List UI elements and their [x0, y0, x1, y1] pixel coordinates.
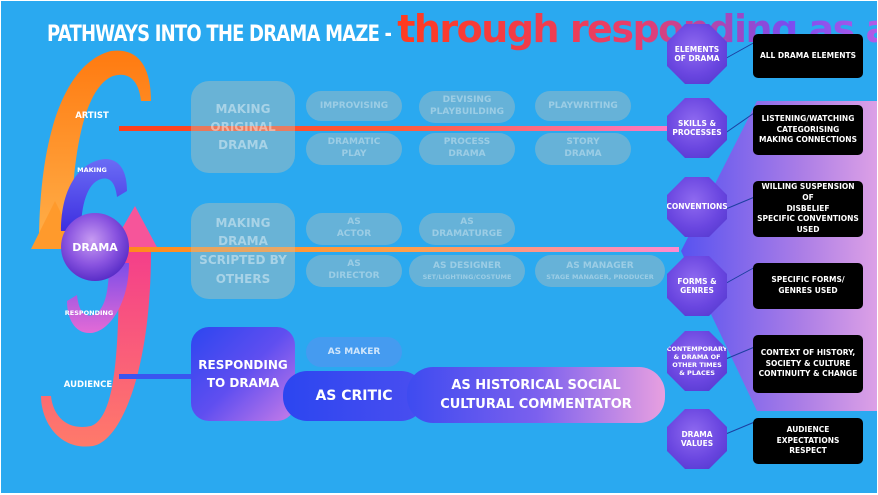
role-dramatic-play: DRAMATIC PLAY [306, 133, 402, 165]
responding-arc [67, 263, 129, 334]
role-as-dramaturge: AS DRAMATURGE [419, 213, 515, 245]
pathway-line-responding [119, 374, 209, 379]
cycle-label-responding: RESPONDING [64, 309, 114, 317]
row-label-making-scripted: MAKING DRAMA SCRIPTED BY OTHERS [191, 203, 295, 299]
role-as-designer: AS DESIGNER SET/LIGHTING/COSTUME [409, 255, 525, 287]
as-historical-commentator: AS HISTORICAL SOCIAL CULTURAL COMMENTATO… [407, 367, 665, 423]
detail-forms: SPECIFIC FORMS/GENRES USED [753, 263, 863, 309]
role-as-manager: AS MANAGER STAGE MANAGER, PRODUCER [535, 255, 665, 287]
cycle-label-artist: ARTIST [75, 111, 109, 121]
role-playwriting: PLAYWRITING [535, 91, 631, 121]
role-story-drama: STORY DRAMA [535, 133, 631, 165]
role-devising: DEVISING PLAYBUILDING [419, 91, 515, 123]
aspect-conventions: CONVENTIONS [667, 177, 727, 237]
cycle-graphic [31, 50, 159, 447]
aspect-forms-genres: FORMS &GENRES [667, 256, 727, 316]
role-as-actor: AS ACTOR [306, 213, 402, 245]
pathway-line-original [119, 126, 679, 131]
aspect-skills-processes: SKILLS &PROCESSES [667, 98, 727, 158]
role-improvising: IMPROVISING [306, 91, 402, 121]
as-critic: AS CRITIC [283, 371, 425, 421]
drama-sphere [61, 213, 129, 281]
role-as-director: AS DIRECTOR [306, 255, 402, 287]
making-arc [61, 159, 127, 231]
row-label-making-original: MAKING ORIGINAL DRAMA [191, 81, 295, 173]
cycle-label-drama: DRAMA [72, 241, 118, 254]
role-as-maker: AS MAKER [306, 337, 402, 367]
cycle-label-making: MAKING [77, 166, 107, 174]
pathway-line-scripted [129, 247, 679, 252]
row-label-responding: RESPONDING TO DRAMA [191, 327, 295, 421]
role-process-drama: PROCESS DRAMA [419, 133, 515, 165]
title-prefix: PATHWAYS INTO THE DRAMA MAZE - [47, 20, 392, 47]
aspect-fan [681, 40, 877, 437]
cycle-label-audience: AUDIENCE [63, 380, 113, 390]
detail-elements: ALL DRAMA ELEMENTS [753, 34, 863, 78]
audience-arc [41, 251, 151, 447]
